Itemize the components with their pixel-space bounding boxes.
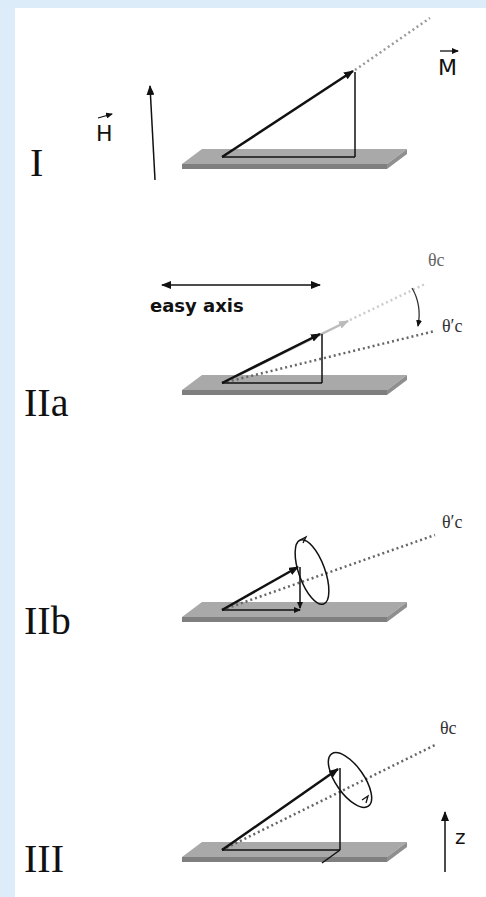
panel-label: III	[24, 836, 64, 882]
angle-label: θc	[440, 718, 457, 739]
vector-label: H	[96, 121, 113, 146]
panel-label: I	[30, 140, 43, 186]
angle-label: θ′c	[442, 316, 463, 337]
panel-label: IIb	[24, 598, 71, 644]
vector-label: M	[438, 55, 457, 80]
panel-label: IIa	[24, 380, 68, 426]
axis-label: z	[455, 826, 466, 849]
angle-label: θc	[428, 250, 445, 271]
angle-label: θ′c	[442, 512, 463, 533]
axis-label: easy axis	[150, 296, 244, 317]
